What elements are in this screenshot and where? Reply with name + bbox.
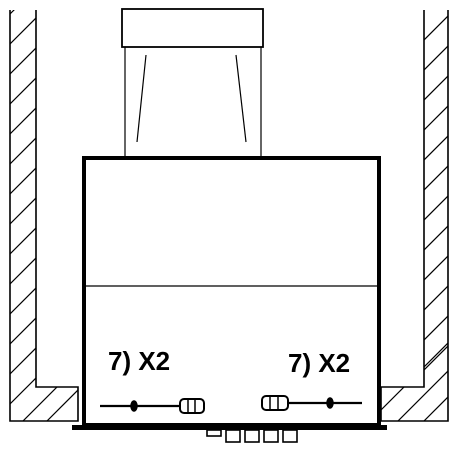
callout-label-right: 7) X2 bbox=[288, 348, 350, 378]
control-buttons bbox=[206, 429, 298, 443]
bottom-rail bbox=[72, 425, 387, 430]
hood-body bbox=[82, 156, 381, 427]
right-cabinet-wall bbox=[380, 10, 449, 422]
left-cabinet-wall bbox=[9, 10, 79, 422]
callout-label-left: 7) X2 bbox=[108, 346, 170, 376]
screw-icon bbox=[261, 395, 362, 411]
screw-icon bbox=[100, 398, 205, 414]
chimney-duct bbox=[121, 8, 264, 158]
